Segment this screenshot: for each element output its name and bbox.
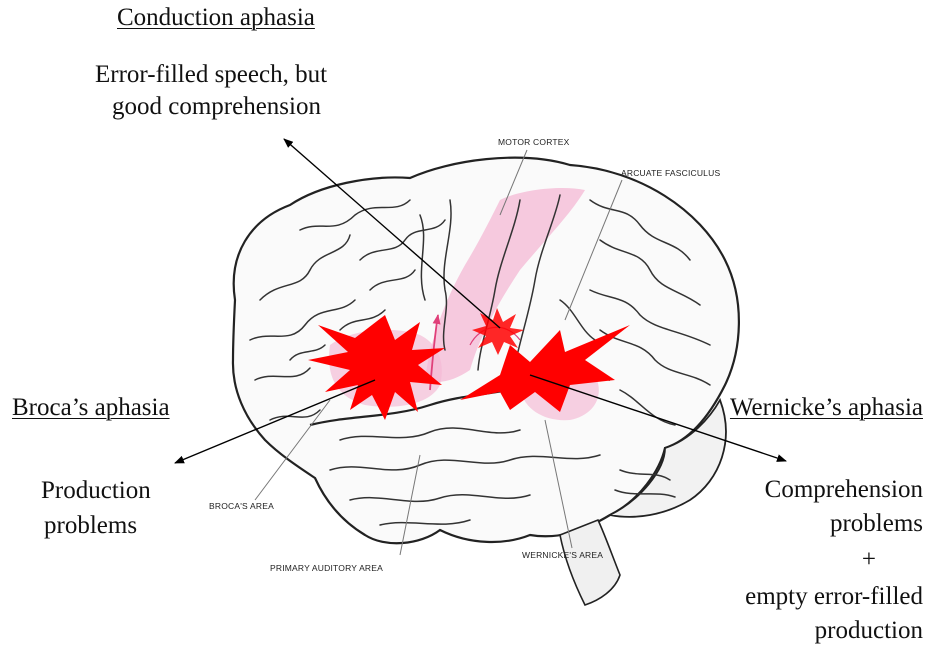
wernicke-desc-line2: problems — [830, 508, 923, 540]
wernicke-desc-line1: Comprehension — [765, 474, 923, 506]
motor-cortex-label: MOTOR CORTEX — [498, 137, 570, 147]
broca-desc-line2: problems — [44, 510, 137, 542]
conduction-desc-line2: good comprehension — [112, 91, 321, 123]
conduction-aphasia-title: Conduction aphasia — [117, 2, 315, 34]
arcuate-fasciculus-label: ARCUATE FASCICULUS — [621, 168, 720, 178]
primary-auditory-area-label: PRIMARY AUDITORY AREA — [270, 563, 383, 573]
wernicke-desc-line3: empty error-filled — [745, 581, 923, 613]
broca-aphasia-title: Broca’s aphasia — [12, 392, 170, 424]
wernickes-area-label: WERNICKE'S AREA — [522, 550, 603, 560]
wernicke-desc-line4: production — [815, 615, 923, 647]
wernicke-aphasia-title: Wernicke’s aphasia — [730, 392, 923, 424]
brocas-area-label: BROCA'S AREA — [209, 501, 274, 511]
wernicke-plus: + — [862, 544, 876, 576]
broca-desc-line1: Production — [41, 475, 151, 507]
conduction-desc-line1: Error-filled speech, but — [95, 59, 327, 91]
